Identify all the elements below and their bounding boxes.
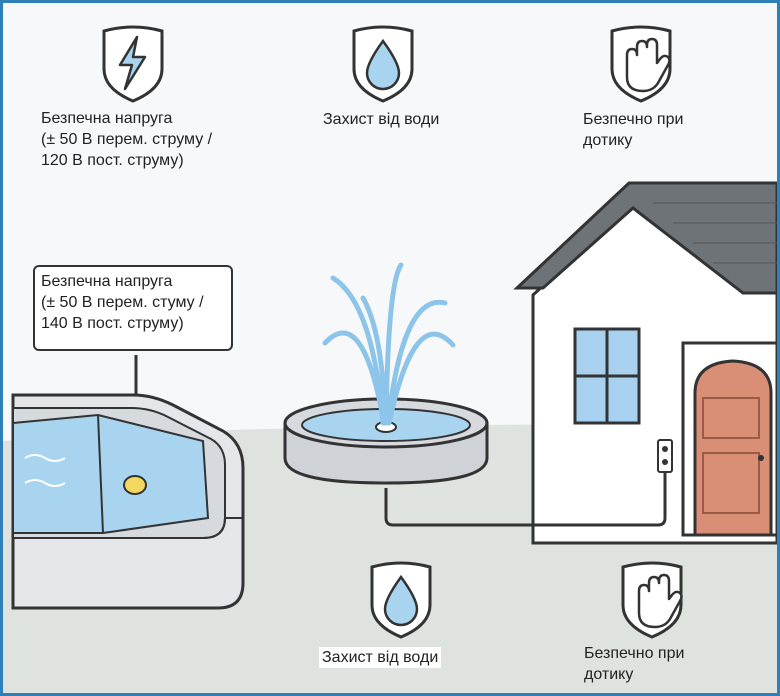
fountain — [283, 262, 489, 485]
house-cable — [384, 472, 667, 527]
lightning-bolt-icon — [118, 35, 147, 91]
water-drop-icon — [365, 38, 401, 91]
water-protection-label-bottom: Захист від води — [319, 647, 442, 668]
hand-icon — [637, 573, 683, 629]
water-protection-label: Захист від води — [323, 111, 440, 128]
voltage-shield-icon — [102, 25, 164, 103]
wall-socket — [657, 439, 673, 473]
water-drop-icon — [383, 574, 419, 627]
house-door — [693, 359, 773, 537]
house — [513, 181, 777, 545]
pool-light — [123, 475, 147, 495]
pool-voltage-callout: Безпечна напруга (± 50 В перем. стуму / … — [33, 265, 233, 351]
touch-safe-label: Безпечно при дотику — [583, 111, 684, 149]
pool — [11, 393, 245, 610]
hand-icon — [625, 37, 671, 93]
touch-shield-icon-bottom — [621, 561, 683, 639]
water-shield-icon — [352, 25, 414, 103]
touch-shield-icon — [610, 25, 672, 103]
voltage-label: Безпечна напруга (± 50 В перем. струму /… — [41, 110, 213, 169]
touch-safe-label-bottom: Безпечно при дотику — [584, 645, 685, 683]
garden-scene — [3, 25, 777, 693]
water-shield-icon-bottom — [370, 561, 432, 639]
house-roof — [513, 181, 777, 295]
